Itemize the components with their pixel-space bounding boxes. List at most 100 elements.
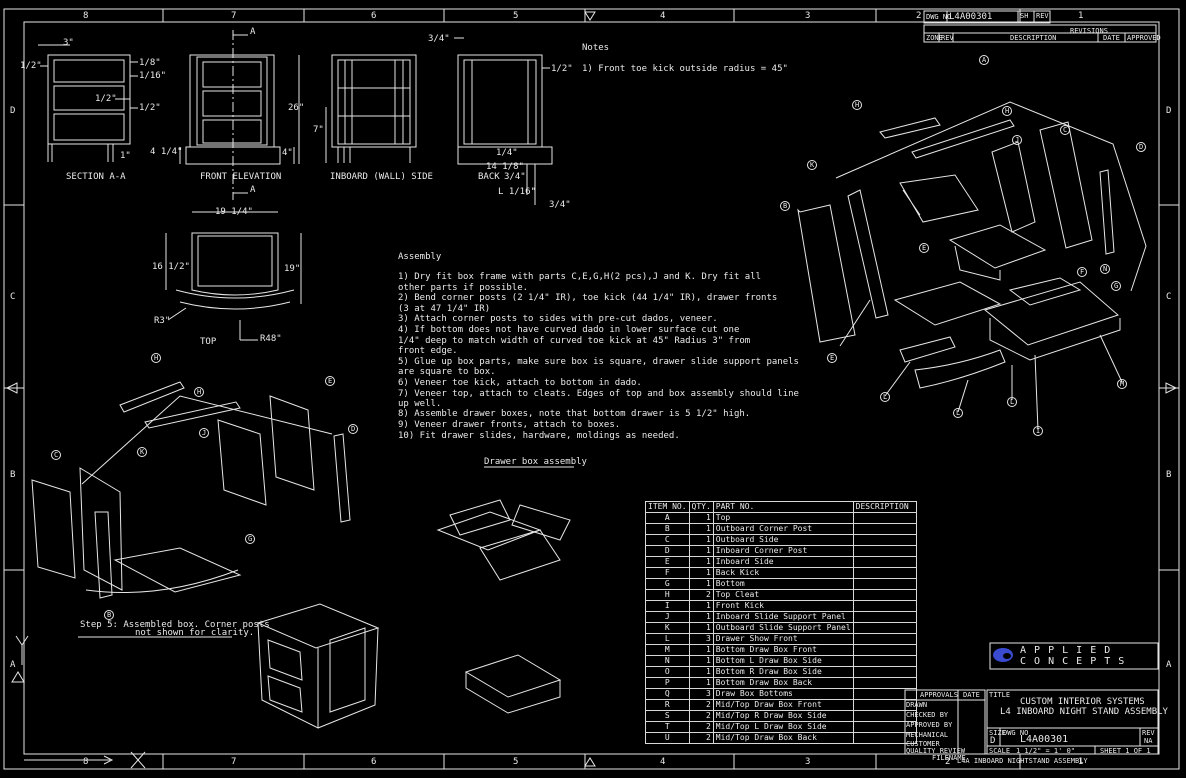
callout-letter: H <box>1005 107 1010 115</box>
assembly-step: 10) Fit drawer slides, hardware, molding… <box>398 431 680 441</box>
filename-value: L4A INBOARD NIGHTSTAND ASSEMBLY <box>957 757 1088 765</box>
title-label: TITLE <box>989 691 1011 699</box>
bom-cell: Draw Box Bottoms <box>712 688 854 700</box>
callout-letter: H <box>197 388 202 396</box>
zone-label-top: 2 <box>916 11 922 21</box>
section-marker-bottom: A <box>250 185 256 195</box>
section-aa-label: SECTION A-A <box>66 172 126 182</box>
bom-header: ITEM NO. <box>645 501 690 513</box>
dim-label: 16 1/2" <box>152 262 190 272</box>
bom-cell <box>852 534 917 546</box>
inboard-side-label: INBOARD (WALL) SIDE <box>330 172 433 182</box>
bom-cell: Mid/Top R Draw Box Side <box>712 710 854 722</box>
zone-label-bottom: 8 <box>83 757 89 767</box>
zone-label-bottom: 7 <box>231 757 237 767</box>
assembly-step: 2) Bend corner posts (2 1/4" IR), toe ki… <box>398 293 778 303</box>
callout-letter: E <box>922 244 927 252</box>
bom-cell: 1 <box>688 567 714 579</box>
dim-label: 1/2" <box>139 103 161 113</box>
size-label: SIZE <box>989 729 1006 737</box>
zone-label-right: B <box>1166 470 1172 480</box>
bom-cell: Top <box>712 512 854 524</box>
zone-label-left: B <box>10 470 16 480</box>
bom-cell <box>852 633 917 645</box>
callout-letter: L <box>883 393 888 401</box>
bom-cell: N <box>645 655 690 667</box>
zone-label-bottom: 5 <box>513 757 519 767</box>
assembly-step: are square to box. <box>398 367 496 377</box>
dim-label: R48" <box>260 334 282 344</box>
bom-cell: G <box>645 578 690 590</box>
callout-letter: E <box>328 377 333 385</box>
role-label: DRAWN <box>906 701 928 709</box>
bom-cell: 1 <box>688 600 714 612</box>
front-elevation-label: FRONT ELEVATION <box>200 172 282 182</box>
dim-label: 1/2" <box>551 64 573 74</box>
callout-letter: H <box>154 354 159 362</box>
dim-label: 19" <box>284 264 301 274</box>
zone-label-bottom: 1 <box>1078 757 1084 767</box>
bom-header-row: ITEM NO. QTY. PART NO. DESCRIPTION <box>645 501 917 513</box>
bom-cell: K <box>645 622 690 634</box>
rev-header-zone: ZONE <box>926 34 943 42</box>
bom-cell <box>852 545 917 557</box>
bom-cell: U <box>645 732 690 744</box>
dim-label: 1" <box>120 151 131 161</box>
assembly-step: 9) Veneer drawer fronts, attach to boxes… <box>398 420 621 430</box>
dim-label: 26" <box>288 103 305 113</box>
bom-cell: M <box>645 644 690 656</box>
bom-cell <box>852 567 917 579</box>
bom-cell <box>852 666 917 678</box>
bom-cell: Outboard Side <box>712 534 854 546</box>
bom-header: DESCRIPTION <box>852 501 917 513</box>
bom-cell: 3 <box>688 633 714 645</box>
bom-cell: S <box>645 710 690 722</box>
bom-cell: 1 <box>688 611 714 623</box>
bom-cell <box>852 556 917 568</box>
bom-cell: Mid/Top L Draw Box Side <box>712 721 854 733</box>
bom-cell: 1 <box>688 677 714 689</box>
bom-cell: Inboard Corner Post <box>712 545 854 557</box>
bom-cell: 1 <box>688 534 714 546</box>
dim-label: R3" <box>154 316 171 326</box>
dim-label: 1/4" <box>496 148 518 158</box>
dim-label: 14 1/8" <box>486 162 524 172</box>
bom-cell: O <box>645 666 690 678</box>
dim-label: 3/4" <box>504 172 526 182</box>
rev-header-rev: REV <box>941 34 954 42</box>
bom-cell <box>852 611 917 623</box>
callout-letter: E <box>830 354 835 362</box>
callout-letter: K <box>810 161 815 169</box>
assembly-step: 8) Assemble drawer boxes, note that bott… <box>398 409 751 419</box>
zone-label-top: 6 <box>371 11 377 21</box>
dim-label: 1/16" <box>139 71 167 81</box>
callout-letter: F <box>1080 268 1085 276</box>
assembly-step: 5) Glue up box parts, make sure box is s… <box>398 357 799 367</box>
zone-label-top: 3 <box>805 11 811 21</box>
zone-label-bottom: 2 <box>945 757 951 767</box>
dim-label: 1/2" <box>20 61 42 71</box>
bom-cell: 2 <box>688 710 714 722</box>
dwg-no-value: L4A00301 <box>949 12 993 22</box>
dwg-no-label: DWG NO <box>926 13 952 21</box>
bom-cell: 2 <box>688 699 714 711</box>
bom-cell: Mid/Top Draw Box Back <box>712 732 854 744</box>
filename-label: FILENAME <box>932 754 966 762</box>
bom-cell <box>852 644 917 656</box>
bom-cell <box>852 688 917 700</box>
bom-cell: 1 <box>688 655 714 667</box>
bom-cell <box>852 589 917 601</box>
callout-letter: N <box>1103 265 1108 273</box>
zone-label-top: 1 <box>1078 11 1084 21</box>
bom-cell: Inboard Side <box>712 556 854 568</box>
bom-cell: D <box>645 545 690 557</box>
